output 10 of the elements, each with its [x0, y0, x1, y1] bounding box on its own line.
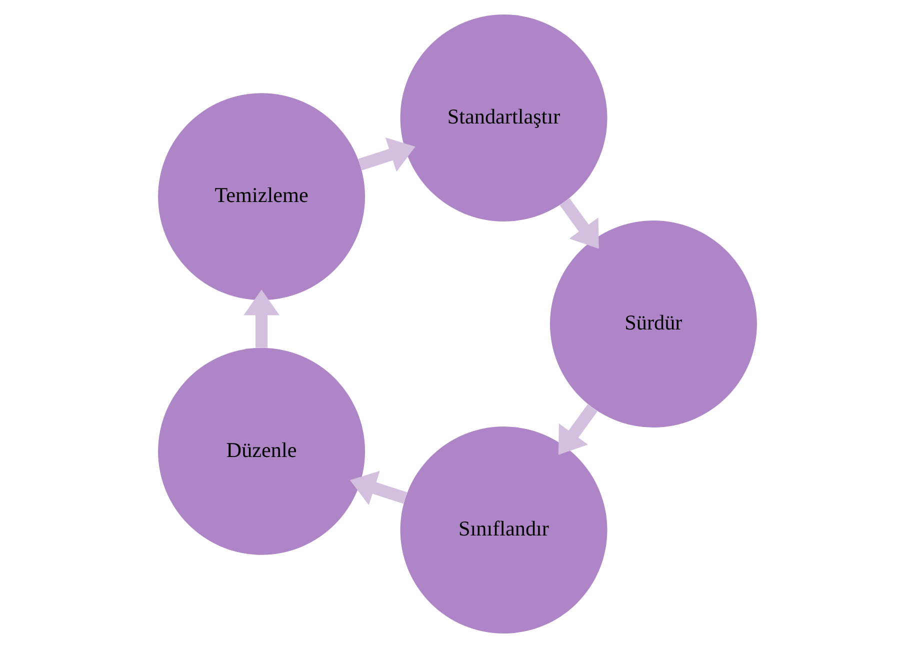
node-circle: Sınıflandır	[400, 426, 608, 634]
arrow	[350, 470, 408, 506]
node-circle: Düzenle	[158, 348, 366, 555]
arrow	[560, 198, 599, 249]
arrow	[358, 138, 416, 172]
node-circle: Temizleme	[158, 93, 366, 300]
node-circle: Standartlaştır	[400, 14, 608, 222]
arrow	[558, 404, 598, 455]
node-circle: Sürdür	[550, 220, 757, 428]
arrow	[244, 290, 280, 348]
